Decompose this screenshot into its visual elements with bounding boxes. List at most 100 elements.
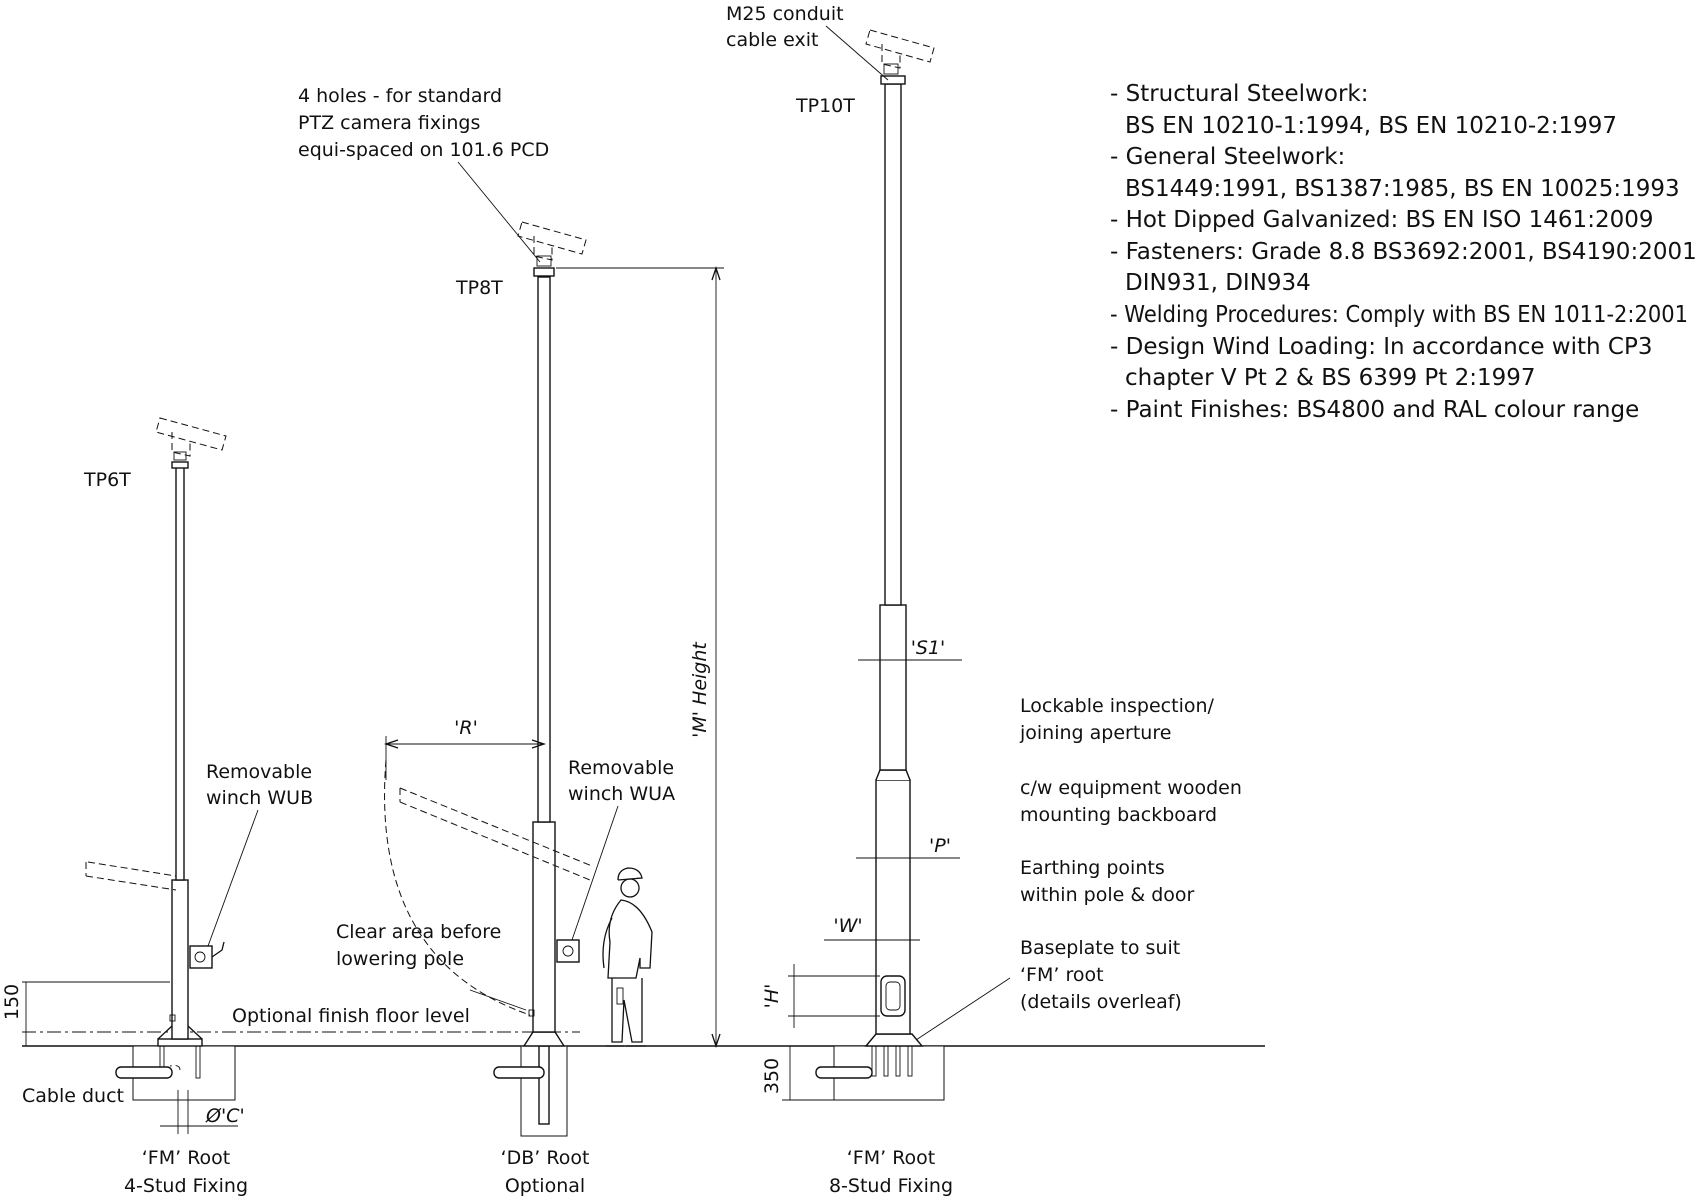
finish-floor-label: Optional finish floor level <box>232 1005 470 1027</box>
leader-baseplate <box>915 977 1011 1041</box>
leader-winch-wub <box>207 809 259 947</box>
cable-duct-right <box>815 1066 873 1079</box>
m25-label-line2: cable exit <box>726 29 819 51</box>
leader-winch-wua <box>571 805 619 941</box>
tp6t-lowered-position <box>85 861 177 891</box>
pole-tp8t <box>384 221 593 1137</box>
dim-350: 350 <box>761 1058 783 1094</box>
leader-4-holes <box>457 161 541 263</box>
winch-wub-drum <box>194 951 206 963</box>
dim-r: 'R' <box>454 717 478 739</box>
leader-m25 <box>825 25 889 81</box>
pole-labels: TP6T TP8T TP10T <box>83 95 855 491</box>
tp6t-gusset-right <box>187 1025 203 1040</box>
winch-wub <box>189 945 213 969</box>
tp10t-mid-section <box>879 604 907 771</box>
inspection-door <box>880 975 906 1017</box>
dim-m-height: 'M' Height <box>689 641 711 738</box>
tp8t-lowered-position <box>399 787 593 881</box>
cable-duct-middle <box>493 1066 545 1079</box>
pole-tp6t <box>85 417 236 1101</box>
tp10t-upper-section <box>884 83 902 606</box>
fm8-root-line1: ‘FM’ Root <box>847 1147 936 1169</box>
winch-wua-drum <box>562 945 574 957</box>
dim-s1: 'S1' <box>911 637 946 659</box>
dim-c: Ø'C' <box>205 1105 245 1127</box>
winch-wub-label-line1: Removable <box>206 761 312 783</box>
earthing-label-line2: within pole & door <box>1020 884 1195 906</box>
spec-line-3: BS1449:1991, BS1387:1985, BS EN 10025:19… <box>1125 176 1680 202</box>
fm8-root-line2: 8-Stud Fixing <box>829 1175 953 1197</box>
db-root-line2: Optional <box>505 1175 585 1197</box>
tp6t-baseplate <box>157 1038 203 1047</box>
fm4-root-line2: 4-Stud Fixing <box>124 1175 248 1197</box>
tp6t-cable-duct-bend <box>169 1065 181 1071</box>
tp10t-base-flare <box>864 1033 924 1047</box>
spec-line-9: chapter V Pt 2 & BS 6399 Pt 2:1997 <box>1125 365 1536 391</box>
m25-label-line1: M25 conduit <box>726 3 844 25</box>
tp8t-camera-icon <box>517 221 587 267</box>
holes-label-line3: equi-spaced on 101.6 PCD <box>298 139 549 161</box>
spec-line-1: BS EN 10210-1:1994, BS EN 10210-2:1997 <box>1125 113 1617 139</box>
clear-area-arc <box>384 759 531 1016</box>
spec-line-5: - Fasteners: Grade 8.8 BS3692:2001, BS41… <box>1110 239 1697 265</box>
holes-label-line1: 4 holes - for standard <box>298 85 502 107</box>
cable-duct-label: Cable duct <box>22 1085 124 1107</box>
tp8t-base-flare <box>522 1031 566 1047</box>
tp6t-gusset-left <box>157 1025 173 1040</box>
spec-line-4: - Hot Dipped Galvanized: BS EN ISO 1461:… <box>1110 207 1653 233</box>
spec-line-10: - Paint Finishes: BS4800 and RAL colour … <box>1110 397 1639 423</box>
clear-area-label-line2: lowering pole <box>336 948 464 970</box>
tp8t-upper-section <box>537 276 551 823</box>
pole-tp10t <box>815 29 945 1101</box>
dim-p: 'P' <box>929 835 951 857</box>
aperture-label-line1: Lockable inspection/ <box>1020 695 1215 717</box>
spec-line-0: - Structural Steelwork: <box>1110 81 1368 107</box>
tp8t-earthing-point <box>528 1009 535 1017</box>
leader-lines <box>207 25 1011 1041</box>
dimension-labels: 'M' Height 'R' 'S1' 'P' 'W' 'H' Ø'C' 150… <box>1 637 951 1127</box>
tp10t-camera-icon <box>865 29 935 75</box>
backboard-label-line1: c/w equipment wooden <box>1020 777 1242 799</box>
spec-line-8: - Design Wind Loading: In accordance wit… <box>1110 334 1652 360</box>
worker-figure-icon <box>602 867 653 1047</box>
label-tp10t: TP10T <box>795 95 855 117</box>
baseplate-label-line1: Baseplate to suit <box>1020 937 1180 959</box>
winch-wub-label-line2: winch WUB <box>206 787 313 809</box>
db-root-line1: ‘DB’ Root <box>501 1147 590 1169</box>
winch-wua-label-line1: Removable <box>568 757 674 779</box>
backboard-label-line2: mounting backboard <box>1020 804 1217 826</box>
tp6t-top-cap <box>171 461 189 469</box>
baseplate-label-line2: ‘FM’ root <box>1020 964 1104 986</box>
label-tp6t: TP6T <box>83 469 131 491</box>
clear-area-label-line1: Clear area before <box>336 921 501 943</box>
tp10t-top-cap <box>880 75 906 85</box>
tp6t-earthing-point <box>169 1014 176 1022</box>
baseplate-label-line3: (details overleaf) <box>1020 991 1182 1013</box>
aperture-label-line2: joining aperture <box>1019 722 1171 744</box>
leader-clear-area <box>469 989 527 1011</box>
cable-duct-left <box>115 1066 173 1079</box>
dim-w: 'W' <box>833 915 862 937</box>
dimension-lines <box>25 265 962 1134</box>
winch-wua-label-line2: winch WUA <box>568 783 675 805</box>
tp6t-upper-section <box>175 466 185 881</box>
winch-wub-handle <box>211 941 225 958</box>
fm4-root-line1: ‘FM’ Root <box>142 1147 231 1169</box>
dim-h: 'H' <box>761 984 783 1009</box>
db-root-tube <box>538 1045 550 1125</box>
tp8t-lower-section <box>532 821 556 1033</box>
spec-line-6: DIN931, DIN934 <box>1125 270 1311 296</box>
dim-150: 150 <box>1 984 23 1020</box>
holes-label-line2: PTZ camera fixings <box>298 112 480 134</box>
callout-labels: M25 conduit cable exit 4 holes - for sta… <box>22 3 1242 1107</box>
spec-line-7: - Welding Procedures: Comply with BS EN … <box>1110 302 1688 328</box>
inspection-door-inner <box>885 981 901 1011</box>
earthing-label-line1: Earthing points <box>1020 857 1165 879</box>
tp10t-taper <box>875 769 911 781</box>
tp6t-camera-icon <box>155 417 227 461</box>
tp8t-top-cap <box>533 267 555 277</box>
spec-line-2: - General Steelwork: <box>1110 144 1345 170</box>
root-labels: ‘FM’ Root 4-Stud Fixing ‘DB’ Root Option… <box>124 1147 953 1197</box>
